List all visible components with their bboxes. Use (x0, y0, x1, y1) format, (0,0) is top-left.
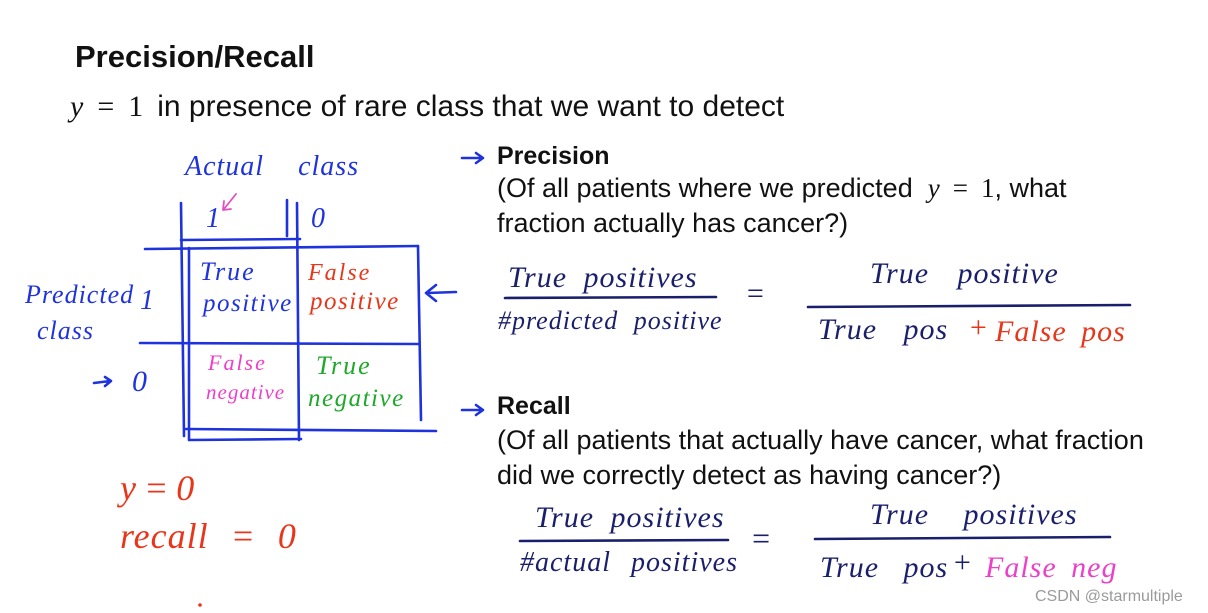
predicted-class-label-line1: Predicted (25, 280, 135, 309)
matrix-bottom-line (184, 427, 438, 433)
slide-title: Precision/Recall (75, 39, 315, 74)
recall-description-line1: (Of all patients that actually have canc… (497, 425, 1144, 455)
recall-left-fraction-bar (518, 538, 730, 543)
ink-dot (198, 603, 202, 607)
recall-heading: Recall (497, 392, 571, 420)
cell-false-negative-line1: False (208, 350, 267, 375)
predicted-zero-arrow-icon (92, 375, 113, 388)
actual-value-1: 1 (206, 203, 221, 234)
matrix-middle-line (138, 341, 421, 346)
matrix-center-line (295, 201, 301, 442)
precision-heading: Precision (497, 142, 610, 170)
precision-left-fraction-bar (503, 295, 718, 300)
predicted-value-1: 1 (140, 285, 155, 316)
actual-value-0: 0 (311, 203, 326, 234)
cell-true-negative-line1: True (316, 351, 372, 380)
precision-left-numerator: True positives (508, 261, 698, 294)
precision-description-line1: (Of all patients where we predicted y = … (497, 175, 1066, 202)
subtitle-math-operator: = (97, 90, 115, 123)
predicted-value-0: 0 (132, 365, 148, 398)
cell-false-positive-line2: positive (310, 288, 400, 315)
cell-true-positive-line1: True (200, 257, 256, 286)
false-positive-pointer-arrow-icon (424, 283, 458, 303)
cell-false-positive-line1: False (308, 260, 372, 286)
recall-equals-sign: = (750, 520, 773, 556)
recall-left-denominator: #actual positives (520, 547, 738, 578)
actual-class-label: Actual class (185, 151, 360, 182)
precision-left-denominator: #predicted positive (498, 306, 723, 335)
recall-right-denominator-term2: False neg (985, 551, 1118, 584)
cell-false-negative-line2: negative (206, 380, 286, 404)
precision-math-operator: = (952, 173, 968, 203)
precision-right-fraction-bar (806, 303, 1132, 309)
matrix-right-line (416, 244, 423, 422)
predicted-class-label-line2: class (37, 316, 94, 345)
recall-arrow-icon (460, 403, 485, 417)
precision-math-number: 1 (980, 173, 995, 203)
recall-description-line2: did we correctly detect as having cancer… (497, 460, 1002, 490)
note-line1: y=0 (120, 468, 203, 508)
watermark: CSDN @starmultiple (1035, 588, 1183, 605)
subtitle-math-variable: y (70, 90, 84, 123)
precision-right-numerator: True positive (870, 257, 1059, 290)
subtitle-text: in presence of rare class that we want t… (157, 90, 785, 123)
note-line2: recall = 0 (120, 516, 297, 556)
recall-right-numerator: True positives (870, 498, 1078, 531)
recall-left-numerator: True positives (535, 501, 725, 534)
subtitle-math-number: 1 (128, 90, 144, 123)
precision-math-variable: y (927, 173, 940, 203)
cell-true-positive-line2: positive (203, 290, 293, 317)
precision-description-before: (Of all patients where we predicted (497, 173, 913, 203)
recall-right-denominator-term1: True pos (820, 551, 949, 584)
precision-right-denominator-plus: + (968, 311, 990, 344)
recall-right-denominator-plus: + (952, 546, 974, 579)
matrix-top-line (143, 244, 420, 251)
actual-one-pointer-arrow-icon (222, 193, 237, 211)
precision-right-denominator-term2: False pos (995, 315, 1126, 348)
matrix-left-line (179, 201, 186, 438)
cell-true-negative-line2: negative (308, 385, 405, 412)
recall-right-fraction-bar (813, 535, 1112, 541)
precision-description-line2: fraction actually has cancer?) (497, 208, 849, 238)
slide-subtitle: y = 1 in presence of rare class that we … (70, 92, 784, 122)
precision-right-denominator-term1: True pos (818, 313, 949, 346)
precision-description-after: , what (994, 173, 1067, 203)
precision-arrow-icon (460, 151, 485, 165)
precision-equals-sign: = (745, 277, 767, 310)
